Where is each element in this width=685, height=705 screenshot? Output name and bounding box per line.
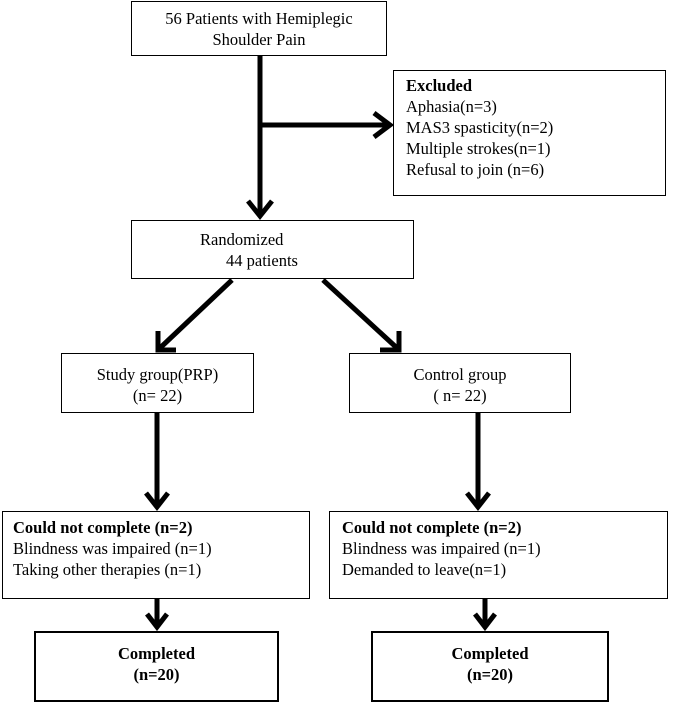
study-group-line-2: (n= 22) xyxy=(132,386,183,405)
arrow-randomized-to-study xyxy=(158,278,234,350)
arrowhead-study-completed xyxy=(145,612,169,632)
control-group-box: Control group ( n= 22) xyxy=(349,353,571,413)
study-incomplete-item: Taking other therapies (n=1) xyxy=(13,560,202,579)
control-completed-box: Completed (n=20) xyxy=(371,631,609,702)
arrowhead-control-incomplete xyxy=(465,491,491,512)
study-incomplete-box: Could not complete (n=2) Blindness was i… xyxy=(2,511,310,599)
study-completed-box: Completed (n=20) xyxy=(34,631,279,702)
study-group-line-1: Study group(PRP) xyxy=(96,365,219,384)
start-box: 56 Patients with Hemiplegic Shoulder Pai… xyxy=(131,1,387,56)
excluded-box: Excluded Aphasia(n=3) MAS3 spasticity(n=… xyxy=(393,70,666,196)
control-completed-line-1: Completed xyxy=(451,644,529,663)
control-incomplete-box: Could not complete (n=2) Blindness was i… xyxy=(329,511,668,599)
study-incomplete-title: Could not complete (n=2) xyxy=(13,518,193,537)
excluded-item: Aphasia(n=3) xyxy=(406,97,497,116)
excluded-item: MAS3 spasticity(n=2) xyxy=(406,118,554,137)
study-group-box: Study group(PRP) (n= 22) xyxy=(61,353,254,413)
excluded-item: Multiple strokes(n=1) xyxy=(406,139,551,158)
control-incomplete-item: Demanded to leave(n=1) xyxy=(342,560,507,579)
randomized-box: Randomized 44 patients xyxy=(131,220,414,279)
excluded-title: Excluded xyxy=(406,76,473,95)
arrowhead-randomized xyxy=(246,199,274,221)
randomized-line-1: Randomized xyxy=(200,230,284,249)
control-group-line-1: Control group xyxy=(413,365,507,384)
control-incomplete-title: Could not complete (n=2) xyxy=(342,518,522,537)
study-completed-line-1: Completed xyxy=(118,644,195,663)
arrowhead-excluded xyxy=(372,111,395,139)
arrowhead-study xyxy=(155,331,176,353)
arrowhead-control xyxy=(380,331,402,353)
control-completed-line-2: (n=20) xyxy=(466,665,514,684)
arrowhead-control-completed xyxy=(473,612,497,632)
randomized-line-2: 44 patients xyxy=(226,251,298,270)
study-completed-line-2: (n=20) xyxy=(133,665,180,684)
arrow-randomized-to-control xyxy=(321,278,399,350)
start-line-2: Shoulder Pain xyxy=(212,30,306,49)
arrowhead-study-incomplete xyxy=(144,491,170,512)
excluded-item: Refusal to join (n=6) xyxy=(406,160,545,179)
control-group-line-2: ( n= 22) xyxy=(433,386,487,405)
start-line-1: 56 Patients with Hemiplegic xyxy=(165,9,353,28)
control-incomplete-item: Blindness was impaired (n=1) xyxy=(342,539,541,558)
study-incomplete-item: Blindness was impaired (n=1) xyxy=(13,539,212,558)
